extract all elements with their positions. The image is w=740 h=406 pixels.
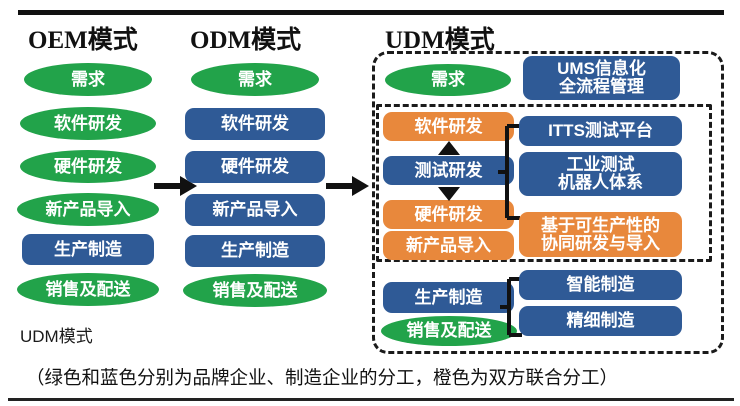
- odm-node-software-rd[interactable]: 软件研发: [185, 108, 325, 140]
- udm-node-demand[interactable]: 需求: [385, 64, 511, 96]
- udm-node-smart-manufacturing[interactable]: 智能制造: [519, 270, 682, 300]
- udm-inner-dashed-container: [376, 104, 712, 262]
- arrow-up-software: [438, 141, 460, 155]
- legend-caption: （绿色和蓝色分别为品牌企业、制造企业的分工，橙色为双方联合分工）: [26, 367, 619, 388]
- odm-node-npi[interactable]: 新产品导入: [185, 194, 325, 226]
- udm-node-ums-platform[interactable]: UMS信息化 全流程管理: [523, 56, 680, 100]
- udm-node-sales-delivery[interactable]: 销售及配送: [381, 316, 517, 346]
- column-title-oem: OEM模式: [28, 27, 138, 54]
- bottom-divider: [8, 398, 734, 401]
- column-title-udm: UDM模式: [385, 27, 495, 54]
- udm-outer-dashed-container: [372, 51, 724, 354]
- udm-node-test-rd[interactable]: 测试研发: [383, 156, 514, 185]
- arrow-down-hardware: [438, 187, 460, 201]
- oem-node-hardware-rd[interactable]: 硬件研发: [20, 150, 156, 183]
- udm-node-dfm-collab[interactable]: 基于可生产性的 协同研发与导入: [519, 212, 682, 257]
- udm-node-industrial-test-robot[interactable]: 工业测试 机器人体系: [519, 152, 682, 196]
- udm-node-manufacturing[interactable]: 生产制造: [383, 282, 514, 313]
- udm-node-itts-platform[interactable]: ITTS测试平台: [519, 116, 682, 146]
- bracket-test-platform: [498, 124, 520, 220]
- column-title-odm: ODM模式: [190, 27, 302, 54]
- top-divider: [18, 10, 724, 15]
- odm-node-hardware-rd[interactable]: 硬件研发: [185, 151, 325, 183]
- oem-node-demand[interactable]: 需求: [24, 63, 152, 96]
- arrow-oem-to-odm: [154, 176, 197, 196]
- odm-node-demand[interactable]: 需求: [191, 63, 319, 96]
- udm-node-lean-manufacturing[interactable]: 精细制造: [519, 306, 682, 336]
- odm-node-sales-delivery[interactable]: 销售及配送: [183, 274, 327, 307]
- udm-sublabel: UDM模式: [20, 327, 93, 346]
- udm-node-software-rd[interactable]: 软件研发: [383, 112, 514, 141]
- oem-node-software-rd[interactable]: 软件研发: [20, 107, 156, 140]
- arrow-odm-to-udm: [326, 176, 369, 196]
- oem-node-sales-delivery[interactable]: 销售及配送: [17, 273, 159, 306]
- oem-node-manufacturing[interactable]: 生产制造: [22, 234, 154, 265]
- oem-node-npi[interactable]: 新产品导入: [17, 193, 159, 226]
- odm-node-manufacturing[interactable]: 生产制造: [185, 235, 325, 267]
- udm-node-npi[interactable]: 新产品导入: [383, 231, 514, 260]
- udm-node-hardware-rd[interactable]: 硬件研发: [383, 200, 514, 229]
